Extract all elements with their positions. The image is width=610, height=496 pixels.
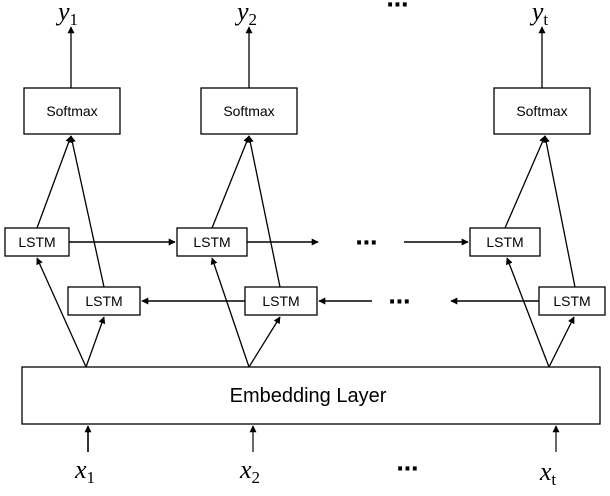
softmax-label: Softmax xyxy=(223,103,274,119)
lstm-label: LSTM xyxy=(193,234,230,250)
input-label-x2: x2 xyxy=(239,455,260,487)
ellipsis-bottom: ⋯ xyxy=(397,457,420,482)
softmax-label: Softmax xyxy=(516,103,567,119)
input-label-xt: xt xyxy=(539,457,557,489)
forward-lstm-box-1: LSTM xyxy=(4,227,70,257)
input-label-x1: x1 xyxy=(74,455,95,487)
arrow-embt-to-bwd-lstmt xyxy=(548,316,575,368)
softmax-box-1: Softmax xyxy=(23,87,121,135)
arrow-emb1-to-fwd-lstm1 xyxy=(36,257,87,368)
lstm-label: LSTM xyxy=(85,293,122,309)
arrow-fwd-lstmt-to-softmaxt xyxy=(504,135,546,229)
embedding-layer-label: Embedding Layer xyxy=(230,385,387,407)
arrow-emb1-to-bwd-lstm1 xyxy=(85,316,106,368)
output-label-y1: y1 xyxy=(55,0,78,29)
output-label-y2: y2 xyxy=(234,0,257,29)
arrow-bwd-lstm2-to-softmax2 xyxy=(246,135,281,288)
embedding-layer-box: Embedding Layer xyxy=(21,366,601,425)
output-label-yt: yt xyxy=(529,0,549,29)
lstm-label: LSTM xyxy=(18,234,55,250)
arrow-emb2-to-bwd-lstm2 xyxy=(248,316,281,368)
lstm-label: LSTM xyxy=(262,293,299,309)
ellipsis-top: ⋯ xyxy=(387,0,410,18)
softmax-label: Softmax xyxy=(46,103,97,119)
arrow-embt-to-fwd-lstmt xyxy=(505,257,550,368)
arrow-emb2-to-fwd-lstm2 xyxy=(210,257,250,368)
ellipsis-backward: ⋯ xyxy=(389,290,412,315)
backward-lstm-box-2: LSTM xyxy=(244,286,318,316)
lstm-label: LSTM xyxy=(486,234,523,250)
arrow-bwd-lstm1-to-softmax1 xyxy=(68,135,105,288)
backward-lstm-box-1: LSTM xyxy=(67,286,141,316)
ellipsis-forward: ⋯ xyxy=(356,231,379,256)
softmax-box-2: Softmax xyxy=(200,87,298,135)
softmax-box-t: Softmax xyxy=(493,87,591,135)
arrow-fwd-lstm1-to-softmax1 xyxy=(36,135,73,229)
arrow-fwd-lstm2-to-softmax2 xyxy=(211,135,250,229)
forward-lstm-box-2: LSTM xyxy=(176,227,248,257)
forward-lstm-box-t: LSTM xyxy=(469,227,541,257)
backward-lstm-box-t: LSTM xyxy=(538,286,606,316)
lstm-label: LSTM xyxy=(553,293,590,309)
arrow-bwd-lstmt-to-softmaxt xyxy=(542,135,576,288)
